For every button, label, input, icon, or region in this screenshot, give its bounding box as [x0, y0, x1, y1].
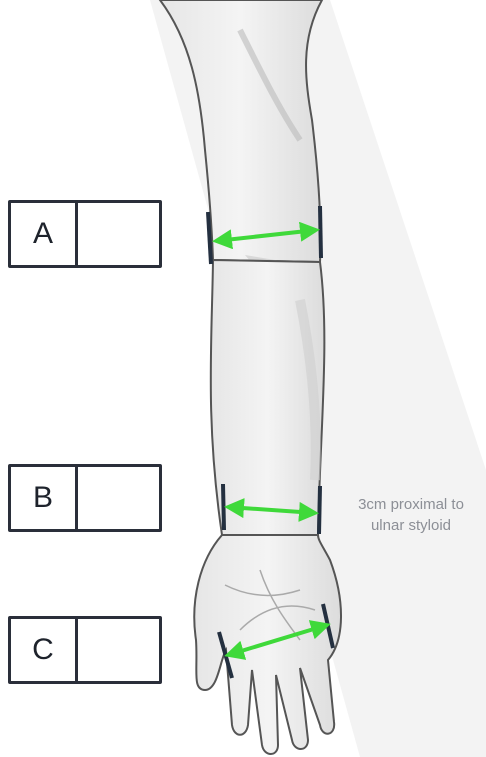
measurement-label-b: B — [11, 467, 78, 529]
measurement-note: 3cm proximal to ulnar styloid — [336, 494, 486, 536]
measurement-label-c: C — [11, 619, 78, 681]
note-line-2: ulnar styloid — [336, 515, 486, 536]
forearm — [211, 260, 325, 535]
measurement-box-c: C — [8, 616, 162, 684]
measurement-value-a[interactable] — [78, 203, 159, 265]
measurement-label-a: A — [11, 203, 78, 265]
note-line-1: 3cm proximal to — [336, 494, 486, 515]
measurement-box-a: A — [8, 200, 162, 268]
measurement-value-b[interactable] — [78, 467, 159, 529]
measurement-value-c[interactable] — [78, 619, 159, 681]
measurement-box-b: B — [8, 464, 162, 532]
